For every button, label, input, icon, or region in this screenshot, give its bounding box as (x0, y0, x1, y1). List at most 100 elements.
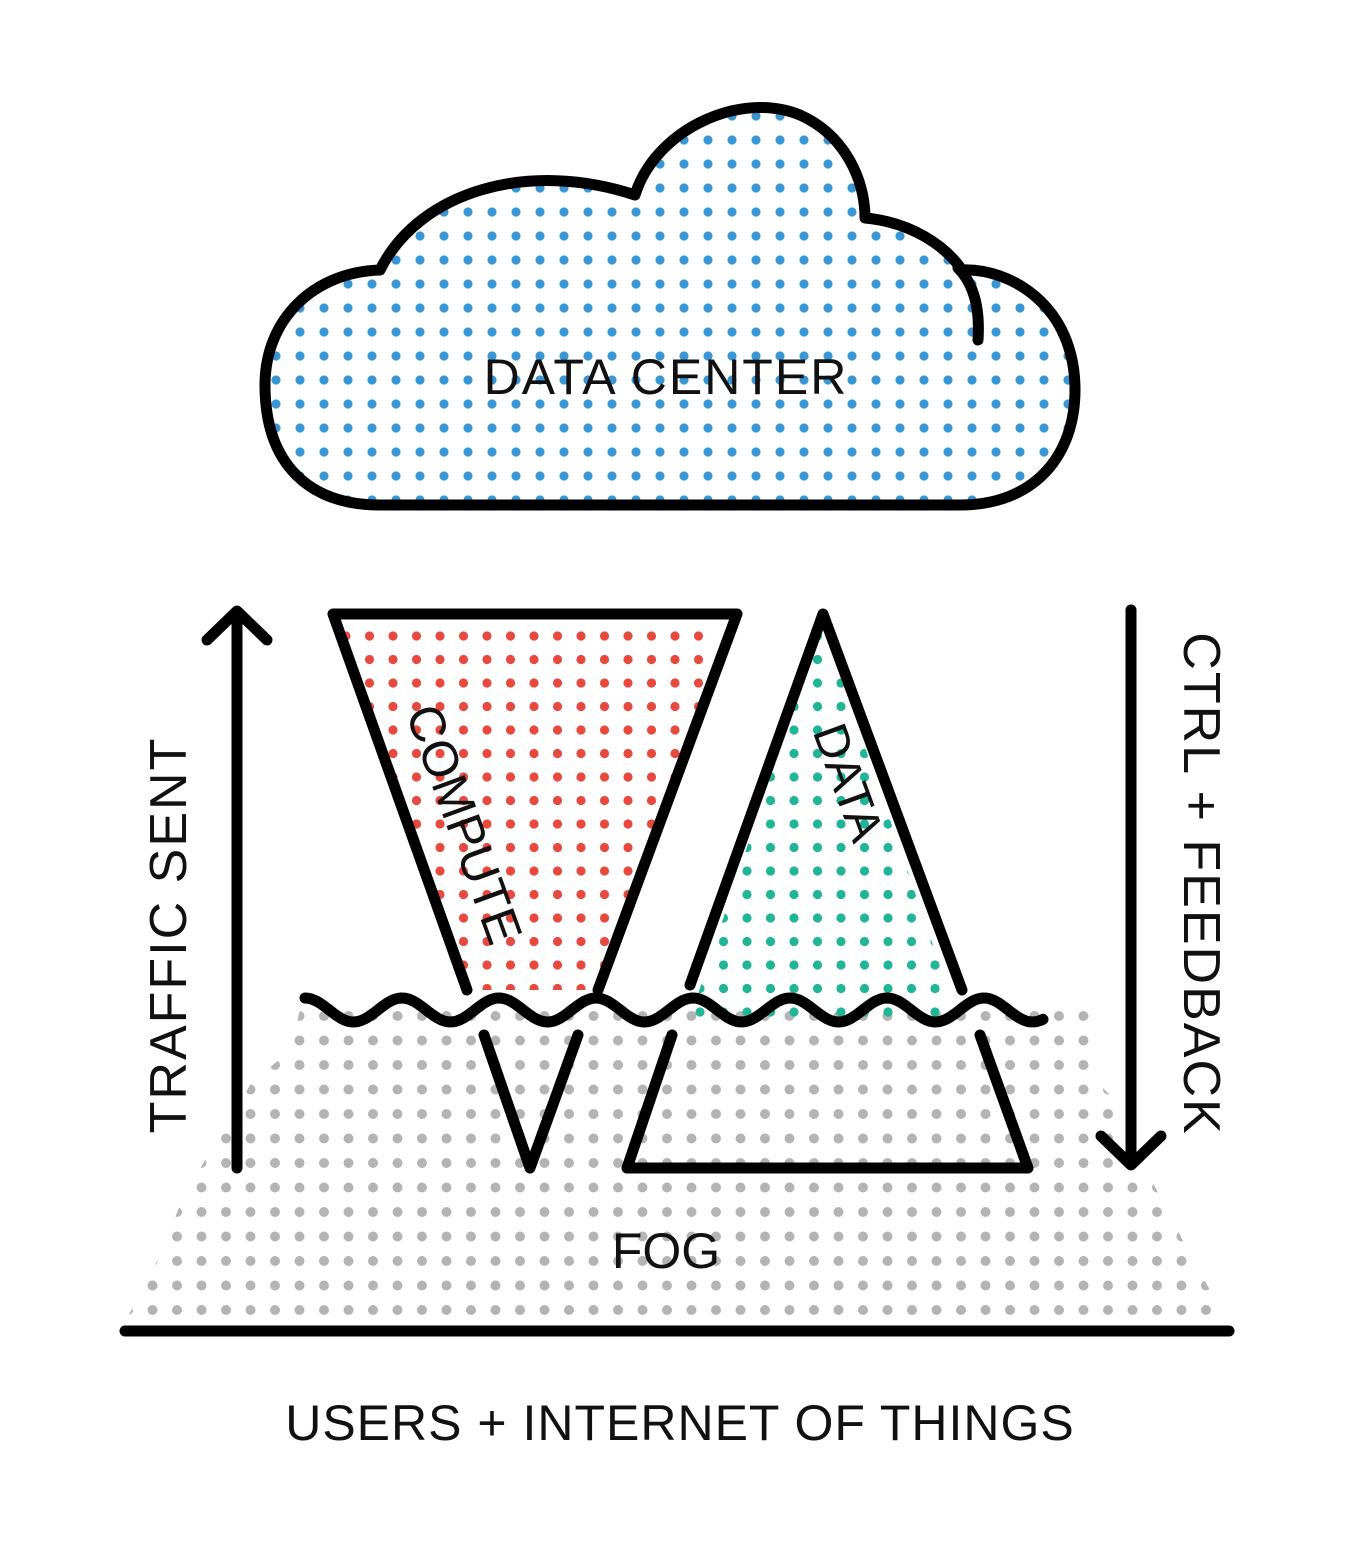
compute-dot (458, 678, 469, 688)
data-center-dot (319, 231, 329, 241)
data-center-dot (823, 423, 833, 433)
fog-dot (123, 1305, 133, 1315)
compute-dot (552, 983, 563, 990)
data-center-dot (511, 279, 521, 289)
data-center-dot (391, 207, 401, 217)
fog-dot (441, 1133, 452, 1144)
fog-dot (221, 1256, 231, 1266)
fog-dot (319, 1280, 329, 1291)
fog-dot (392, 1133, 403, 1144)
data-dot (953, 936, 958, 947)
compute-dot (670, 678, 680, 688)
data-center-dot (343, 111, 353, 121)
data-center-dot (871, 255, 881, 265)
data-center-dot (319, 303, 329, 313)
compute-dot (552, 842, 563, 853)
compute-dot (552, 631, 563, 641)
fog-dot (368, 1133, 378, 1144)
fog-dot (662, 1084, 672, 1095)
data-dot (859, 795, 870, 806)
compute-dot (576, 889, 586, 900)
data-center-dot (679, 327, 689, 337)
compute-dot (388, 819, 398, 829)
data-dot (906, 631, 917, 641)
fog-dot (662, 1280, 672, 1291)
fog-dot (392, 1280, 403, 1291)
data-dot (836, 889, 846, 900)
fog-dot (662, 1305, 672, 1315)
fog-dot (417, 1133, 427, 1144)
fog-dot (809, 1084, 819, 1095)
fog-dot (1078, 1060, 1089, 1070)
data-center-dot (775, 447, 785, 457)
fog-dot (245, 1182, 256, 1193)
data-center-dot (343, 303, 353, 313)
fog-dot (417, 1280, 427, 1291)
data-center-dot (799, 447, 809, 457)
fog-dot (343, 1256, 354, 1266)
fog-dot (343, 1207, 354, 1217)
data-center-dot (535, 303, 545, 313)
fog-dot (735, 1035, 746, 1046)
fog-dot (294, 1182, 305, 1193)
fog-dot (1152, 1231, 1162, 1242)
fog-dot (1078, 1133, 1089, 1144)
fog-dot (1029, 1231, 1040, 1242)
compute-dot (599, 889, 610, 900)
data-center-dot (415, 255, 425, 265)
fog-dot (613, 1060, 623, 1070)
fog-dot (1054, 1060, 1064, 1070)
data-center-dot (751, 471, 761, 481)
fog-dot (270, 1305, 280, 1315)
data-dot (883, 1007, 893, 1017)
fog-dot (368, 1305, 378, 1315)
fog-dot (564, 1158, 574, 1168)
data-center-dot (319, 399, 329, 409)
compute-dot (529, 631, 539, 641)
compute-dot (576, 772, 586, 782)
data-dot (883, 936, 893, 947)
data-center-dot (1063, 231, 1073, 241)
fog-dot (784, 1256, 795, 1266)
compute-dot (364, 842, 375, 853)
fog-dot (221, 1231, 231, 1242)
fog-dot (417, 1207, 427, 1217)
data-center-dot (703, 303, 713, 313)
fog-dot (833, 1207, 844, 1217)
fog-dot (417, 1109, 427, 1119)
compute-dot (599, 936, 610, 947)
fog-dot (980, 1084, 991, 1095)
data-center-dot (847, 135, 857, 145)
fog-dot (686, 1256, 697, 1266)
fog-dot (613, 1182, 623, 1193)
fog-dot (368, 1280, 378, 1291)
fog-dot (882, 1207, 893, 1217)
data-center-dot (919, 351, 929, 361)
data-center-dot (1063, 135, 1073, 145)
data-center-dot (295, 399, 305, 409)
data-center-dot (319, 327, 329, 337)
data-center-dot (583, 255, 593, 265)
data-dot (906, 913, 917, 923)
fog-dot (858, 1231, 868, 1242)
compute-dot (364, 960, 375, 970)
fog-dot (490, 1109, 501, 1119)
data-center-dot (415, 183, 425, 193)
compute-dot (388, 960, 398, 970)
data-center-dot (271, 135, 281, 145)
fog-dot (784, 1035, 795, 1046)
fog-dot (760, 1305, 770, 1315)
fog-dot (833, 1035, 844, 1046)
fog-dot (907, 1256, 917, 1266)
data-center-dot (991, 255, 1001, 265)
data-label: DATA (802, 717, 893, 849)
data-center-dot (703, 327, 713, 337)
fog-dot (441, 1256, 452, 1266)
data-dot (789, 889, 799, 900)
compute-dot (623, 936, 633, 947)
compute-dot (576, 936, 586, 947)
data-center-dot (967, 135, 977, 145)
compute-dot (458, 866, 469, 876)
compute-dot (670, 936, 680, 947)
data-center-dot (1039, 447, 1049, 457)
